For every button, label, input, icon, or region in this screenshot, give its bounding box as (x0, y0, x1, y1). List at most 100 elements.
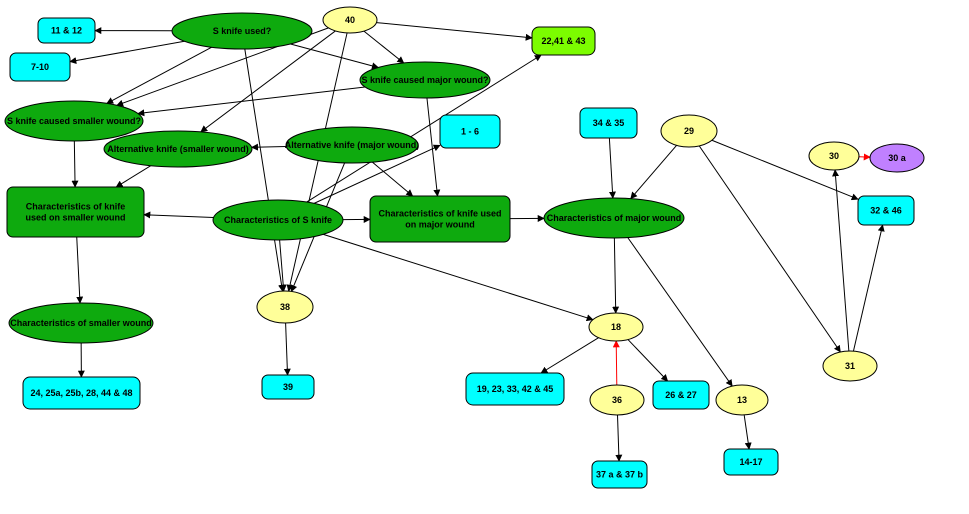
edge-n29-to-n31 (698, 145, 841, 353)
node-label: S knife caused smaller wound? (7, 116, 141, 126)
node-label: 18 (611, 322, 621, 332)
node-label: 11 & 12 (51, 26, 82, 36)
edge-char-major-wound-to-n18 (612, 237, 620, 314)
node-n38: 38 (256, 290, 314, 324)
edge-s-knife-used-to-s-knife-smaller (106, 46, 212, 104)
edge-n13-to-n14-17 (743, 414, 752, 450)
node-label: Characteristics of knife (26, 202, 126, 212)
edge-s-knife-used-to-n7-10 (69, 40, 185, 64)
edge-s-knife-major-to-char-knife-major (426, 97, 441, 197)
node-ellipse (589, 384, 645, 416)
node-label: S knife used? (213, 26, 272, 36)
node-label: 7-10 (31, 62, 49, 72)
edge-n31-to-n32-46 (852, 224, 885, 352)
node-ellipse (660, 114, 718, 148)
edge-char-knife-smaller-to-char-smaller-wound (76, 236, 84, 304)
node-box (579, 107, 638, 139)
node-label: 29 (684, 126, 694, 136)
node-label: 38 (280, 302, 290, 312)
edge-char-s-knife-to-n18 (323, 233, 594, 322)
node-n22-41-43: 22,41 & 43 (531, 26, 596, 56)
edge-char-s-knife-to-char-knife-smaller (143, 211, 214, 219)
node-label: used on smaller wound (25, 213, 125, 223)
edge-n36-to-n18 (612, 340, 620, 386)
node-label: 34 & 35 (593, 118, 625, 128)
node-ellipse (8, 302, 154, 344)
node-label: 31 (845, 361, 855, 371)
node-label: 19, 23, 33, 42 & 45 (477, 384, 554, 394)
node-label: 24, 25a, 25b, 28, 44 & 48 (30, 388, 132, 398)
node-char-smaller-wound: Characteristics of smaller wound (8, 302, 154, 344)
node-label: 22,41 & 43 (541, 36, 585, 46)
node-n30a: 30 a (869, 143, 925, 173)
edge-n40-to-n22-41-43 (376, 22, 533, 41)
node-box (9, 52, 71, 82)
node-n29: 29 (660, 114, 718, 148)
edge-char-s-knife-to-n22-41-43 (306, 54, 542, 203)
edge-char-s-knife-to-n38 (279, 239, 287, 292)
node-label: Alternative knife (major wound) (285, 140, 420, 150)
node-box (591, 460, 648, 489)
edge-n40-to-alt-smaller (200, 30, 336, 133)
node-n31: 31 (822, 350, 878, 382)
node-label: Characteristics of smaller wound (10, 318, 152, 328)
node-label: 26 & 27 (665, 390, 697, 400)
edge-n40-to-s-knife-major (363, 30, 405, 64)
node-label: 39 (283, 382, 293, 392)
edge-n40-to-n38 (286, 32, 348, 292)
node-n19-45: 19, 23, 33, 42 & 45 (465, 372, 565, 406)
node-box (857, 195, 915, 226)
edge-alt-major-to-char-knife-major (372, 161, 414, 197)
node-label: 32 & 46 (870, 206, 902, 216)
node-box (22, 376, 141, 410)
node-ellipse (822, 350, 878, 382)
node-box (6, 186, 145, 238)
node-ellipse (285, 126, 419, 164)
edge-alt-smaller-to-char-knife-smaller (115, 165, 152, 188)
edge-s-knife-major-to-s-knife-smaller (137, 86, 366, 117)
edge-n18-to-n19-45 (540, 337, 599, 374)
node-box (465, 372, 565, 406)
node-box (37, 17, 96, 44)
node-char-s-knife: Characteristics of S knife (212, 199, 344, 241)
node-n7-10: 7-10 (9, 52, 71, 82)
node-alt-major: Alternative knife (major wound) (285, 126, 420, 164)
node-n26-27: 26 & 27 (652, 380, 710, 410)
node-n1-6: 1 - 6 (439, 114, 501, 149)
node-label: Alternative knife (smaller wound) (107, 144, 249, 154)
node-box (439, 114, 501, 149)
node-ellipse (808, 141, 860, 171)
node-ellipse (869, 143, 925, 173)
edge-n18-to-n26-27 (627, 339, 669, 382)
edge-s-knife-used-to-s-knife-major (290, 43, 379, 70)
node-box (261, 374, 315, 400)
edge-n29-to-n32-46 (711, 139, 859, 201)
node-n32-46: 32 & 46 (857, 195, 915, 226)
node-box (531, 26, 596, 56)
node-box (652, 380, 710, 410)
edge-char-s-knife-to-n1-6 (313, 144, 441, 204)
node-label: 30 (829, 151, 839, 161)
node-ellipse (322, 6, 378, 34)
node-box (369, 195, 511, 243)
edge-n36-to-n37 (615, 414, 623, 462)
node-s-knife-smaller: S knife caused smaller wound? (4, 100, 144, 142)
node-ellipse (543, 197, 685, 239)
node-ellipse (171, 12, 313, 50)
edge-s-knife-smaller-to-char-knife-smaller (71, 140, 79, 188)
edge-n38-to-n39 (283, 322, 291, 376)
node-ellipse (256, 290, 314, 324)
node-char-major-wound: Characteristics of major wound (543, 197, 685, 239)
node-n11-12: 11 & 12 (37, 17, 96, 44)
node-label: 30 a (888, 153, 907, 163)
node-n24-48: 24, 25a, 25b, 28, 44 & 48 (22, 376, 141, 410)
node-label: 14-17 (739, 457, 762, 467)
node-n39: 39 (261, 374, 315, 400)
node-ellipse (212, 199, 344, 241)
node-label: on major wound (405, 220, 475, 230)
node-alt-smaller: Alternative knife (smaller wound) (103, 130, 253, 168)
node-n14-17: 14-17 (723, 448, 779, 476)
node-n36: 36 (589, 384, 645, 416)
